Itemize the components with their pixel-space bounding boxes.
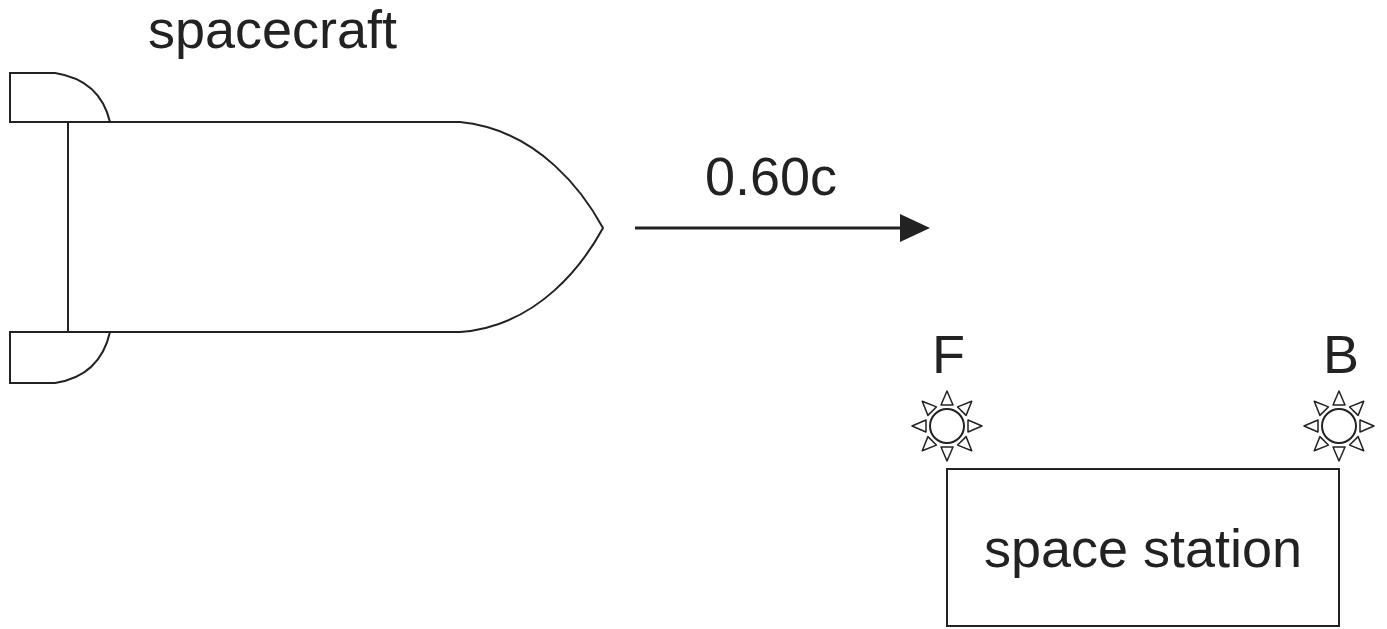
velocity-label: 0.60c: [705, 149, 837, 203]
lamp-symbol: [1304, 391, 1374, 461]
velocity-arrow: [635, 214, 930, 242]
node-label: spacecraft: [148, 2, 397, 56]
spacecraft-outline: [0, 0, 620, 400]
lamp-symbol: [912, 391, 982, 461]
node-label: space station: [984, 521, 1302, 575]
station-box: space station: [946, 468, 1340, 627]
lamp-label: F: [932, 327, 965, 381]
lamp-label: B: [1323, 327, 1359, 381]
spacecraft-shape: spacecraft: [0, 0, 620, 400]
